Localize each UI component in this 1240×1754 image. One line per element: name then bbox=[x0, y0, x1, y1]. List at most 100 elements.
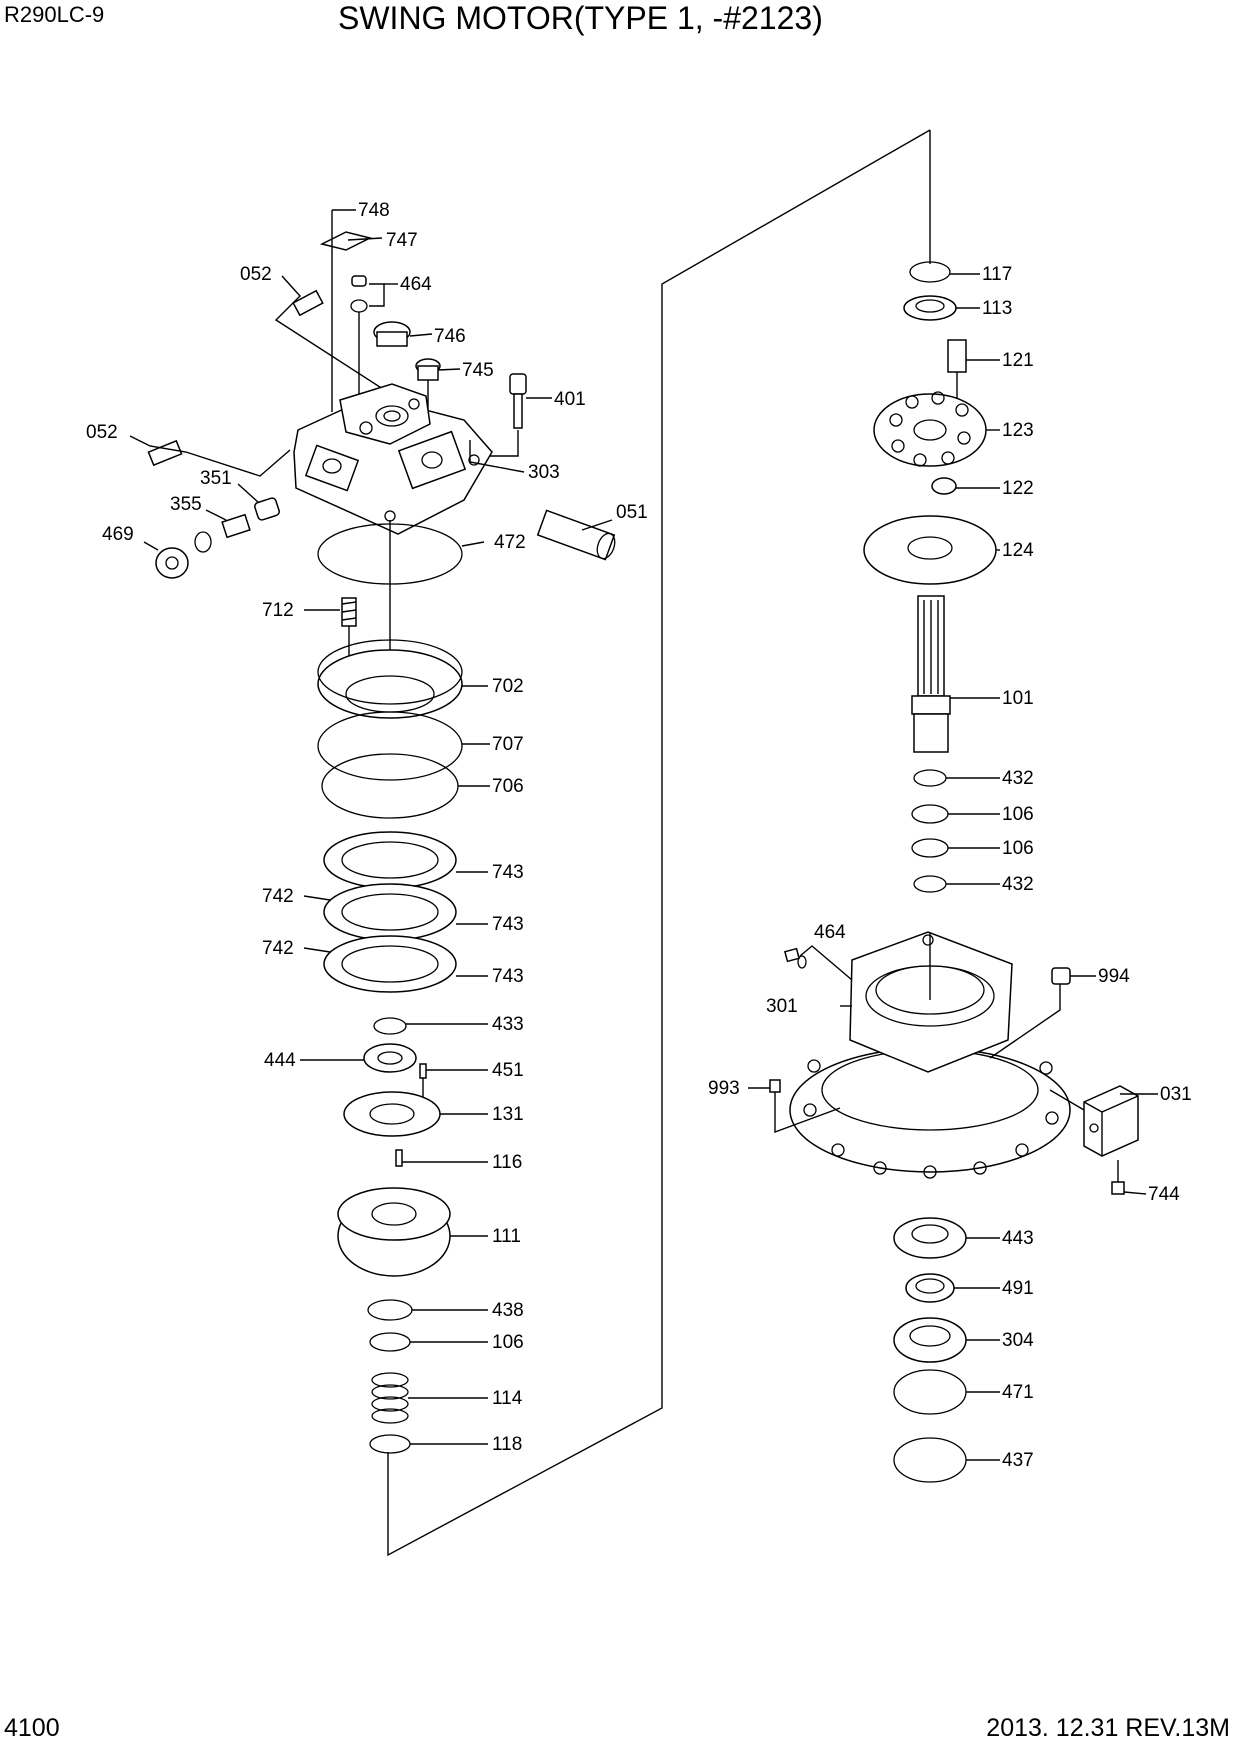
callout-051: 051 bbox=[616, 502, 648, 523]
valve-plate-131-part bbox=[343, 1091, 488, 1137]
callout-labels: 748 747 052 464 746 745 401 052 303 351 … bbox=[86, 200, 1192, 1471]
callout-116: 116 bbox=[492, 1152, 522, 1173]
socket-bolt-part bbox=[475, 373, 552, 457]
bearing-444-part bbox=[300, 1043, 417, 1073]
callout-469: 469 bbox=[102, 524, 134, 545]
seal-491-part bbox=[905, 1273, 1000, 1303]
callout-747: 747 bbox=[386, 230, 418, 251]
callout-303: 303 bbox=[528, 462, 560, 483]
pin-116-part bbox=[395, 1149, 488, 1167]
callout-121: 121 bbox=[1002, 350, 1034, 371]
callout-117: 117 bbox=[982, 264, 1012, 285]
page-number: 4100 bbox=[4, 1714, 60, 1742]
callout-742: 742 bbox=[262, 938, 294, 959]
ball-guide-122-part bbox=[931, 477, 1000, 495]
callout-437: 437 bbox=[1002, 1450, 1034, 1471]
retainer-plate-123-part bbox=[873, 391, 1000, 467]
washer-117-part bbox=[909, 261, 951, 283]
callout-106: 106 bbox=[1002, 804, 1034, 825]
callout-101: 101 bbox=[1002, 688, 1034, 709]
callout-993: 993 bbox=[708, 1078, 740, 1099]
callout-052: 052 bbox=[86, 422, 118, 443]
callout-304: 304 bbox=[1002, 1330, 1034, 1351]
o-ring-471-part bbox=[893, 1369, 967, 1415]
callout-114: 114 bbox=[492, 1388, 523, 1409]
callout-745: 745 bbox=[462, 360, 494, 381]
callout-712: 712 bbox=[262, 600, 294, 621]
name-plate-part bbox=[319, 209, 383, 412]
drive-shaft-101-part bbox=[911, 595, 1000, 753]
callout-401: 401 bbox=[554, 389, 586, 410]
callout-106: 106 bbox=[1002, 838, 1034, 859]
callout-111: 111 bbox=[492, 1226, 521, 1247]
callout-118: 118 bbox=[492, 1434, 522, 1455]
plug-993-part bbox=[748, 1079, 841, 1134]
cap-part bbox=[373, 321, 433, 347]
callout-131: 131 bbox=[492, 1104, 524, 1125]
callout-743: 743 bbox=[492, 966, 524, 987]
pilot-shaft-part bbox=[536, 509, 616, 561]
washer-118-part bbox=[369, 1434, 411, 1454]
brake-piston-part bbox=[317, 639, 488, 719]
valve-block-031-part bbox=[1049, 1085, 1158, 1157]
callout-706: 706 bbox=[492, 776, 524, 797]
callout-994: 994 bbox=[1098, 966, 1130, 987]
ring-707-part bbox=[317, 711, 463, 781]
assembly-connector-line bbox=[387, 129, 931, 1557]
callout-301: 301 bbox=[766, 996, 798, 1017]
callout-464: 464 bbox=[400, 274, 432, 295]
callout-433: 433 bbox=[492, 1014, 524, 1035]
plug-744-part bbox=[1111, 1160, 1147, 1195]
snap-ring-432a-part bbox=[913, 769, 947, 787]
callout-742: 742 bbox=[262, 886, 294, 907]
callout-744: 744 bbox=[1148, 1184, 1180, 1205]
callout-707: 707 bbox=[492, 734, 524, 755]
page-title: SWING MOTOR(TYPE 1, -#2123) bbox=[338, 0, 823, 36]
callout-351: 351 bbox=[200, 468, 232, 489]
callout-052: 052 bbox=[240, 264, 272, 285]
bearing-113-part bbox=[903, 295, 980, 321]
bearing-443-part bbox=[893, 1217, 1000, 1259]
callout-432: 432 bbox=[1002, 768, 1034, 789]
washer-106-part bbox=[369, 1332, 411, 1352]
friction-plates-part bbox=[303, 831, 488, 993]
callout-748: 748 bbox=[358, 200, 390, 221]
callout-464: 464 bbox=[814, 922, 846, 943]
callout-355: 355 bbox=[170, 494, 202, 515]
spring-712-part bbox=[304, 597, 357, 660]
callout-443: 443 bbox=[1002, 1228, 1034, 1249]
snap-ring-437-part bbox=[893, 1437, 1000, 1483]
retainer-121-part bbox=[947, 339, 1000, 430]
casing-301-part bbox=[789, 931, 1071, 1179]
plug-994-part bbox=[989, 967, 1096, 1059]
revision-date: 2013. 12.31 REV.13M bbox=[986, 1714, 1230, 1742]
callout-438: 438 bbox=[492, 1300, 524, 1321]
callout-444: 444 bbox=[264, 1050, 296, 1071]
cylinder-block-part bbox=[337, 1187, 488, 1277]
callout-743: 743 bbox=[492, 862, 524, 883]
callout-472: 472 bbox=[494, 532, 526, 553]
callout-746: 746 bbox=[434, 326, 466, 347]
callout-743: 743 bbox=[492, 914, 524, 935]
callout-124: 124 bbox=[1002, 540, 1034, 561]
callout-113: 113 bbox=[982, 298, 1012, 319]
snap-ring-433-part bbox=[373, 1017, 407, 1035]
callout-702: 702 bbox=[492, 676, 524, 697]
callout-451: 451 bbox=[492, 1060, 524, 1081]
snap-ring-432b-part bbox=[913, 875, 947, 893]
callout-031: 031 bbox=[1160, 1084, 1192, 1105]
valve-cover-part bbox=[293, 383, 525, 535]
ring-706-part bbox=[321, 753, 459, 819]
plug-464b-part bbox=[783, 945, 853, 981]
washer-106c-part bbox=[911, 838, 949, 858]
snap-ring-438-part bbox=[367, 1299, 413, 1321]
callout-432: 432 bbox=[1002, 874, 1034, 895]
check-valve-parts bbox=[143, 483, 280, 579]
callout-491: 491 bbox=[1002, 1278, 1034, 1299]
callout-106: 106 bbox=[492, 1332, 524, 1353]
cover-304-part bbox=[893, 1317, 1000, 1363]
washer-106b-part bbox=[911, 804, 949, 824]
plug-small-part bbox=[415, 358, 461, 440]
relief-valve-side-part bbox=[129, 435, 291, 477]
